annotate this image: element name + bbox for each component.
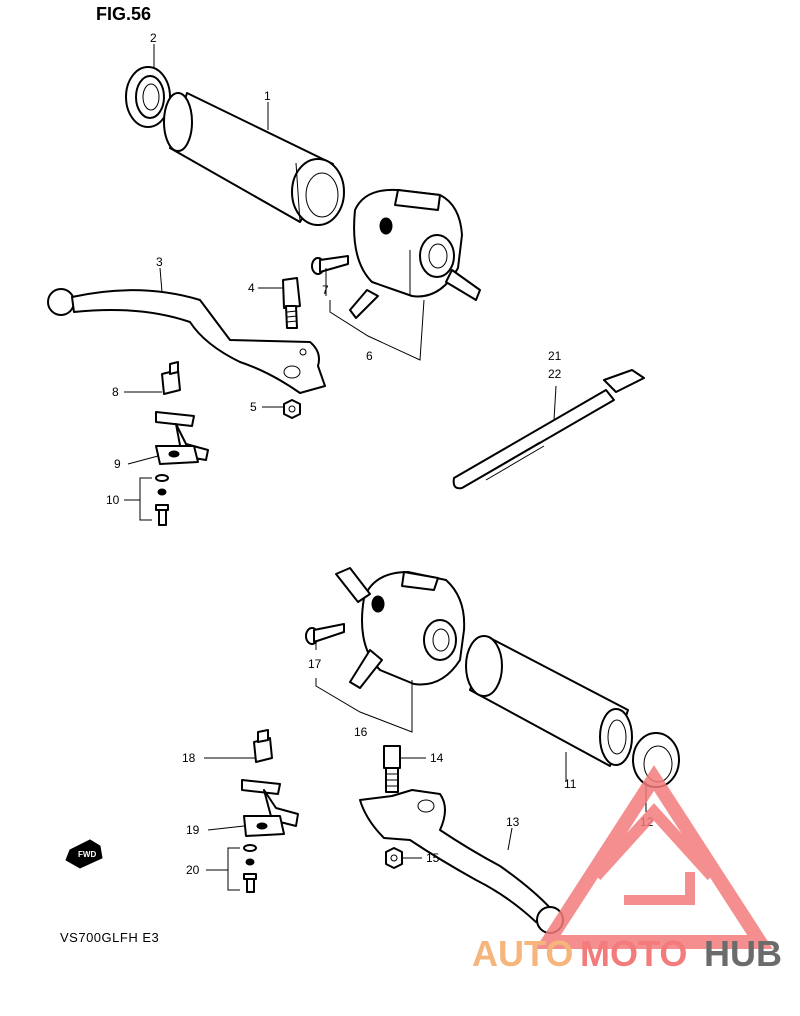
callout-19: 19 [186,823,200,837]
part-17-screw [305,623,345,645]
watermark-hub: HUB [704,933,782,974]
part-15-nut [385,847,403,869]
part-3-clutch-lever [47,288,326,394]
part-10-screw-set [155,474,169,526]
callout-1: 1 [264,89,271,103]
part-18-switch [253,729,273,763]
part-bracket-right [241,779,299,837]
callout-20: 20 [186,863,200,877]
callout-6: 6 [366,349,373,363]
callout-8: 8 [112,385,119,399]
part-6-switch-left [349,188,481,319]
watermark-auto: AUTO [472,933,573,974]
part-8-switch [161,361,181,395]
part-20-screw-set [243,844,257,893]
callout-18: 18 [182,751,196,765]
fwd-label: FWD [78,850,96,859]
leader-lines [124,44,647,891]
part-4-bolt [282,277,301,329]
callout-17: 17 [308,657,322,671]
callout-10: 10 [106,493,120,507]
part-14-bolt [383,745,401,793]
callout-22: 22 [548,367,562,381]
callout-3: 3 [156,255,163,269]
part-21-22-cable-tie [452,369,645,490]
callout-16: 16 [354,725,368,739]
callout-11: 11 [564,777,577,791]
watermark-logo [535,765,773,949]
part-1-grip-left [163,92,345,226]
part-2-ring [125,66,171,128]
part-bracket-left [155,411,209,465]
watermark-moto: MOTO [580,933,687,974]
callout-4: 4 [248,281,255,295]
callout-14: 14 [430,751,444,765]
callout-7: 7 [322,283,329,297]
callout-21: 21 [548,349,562,363]
callout-15: 15 [426,851,440,865]
figure-title: FIG.56 [96,4,151,24]
callout-2: 2 [150,31,157,45]
part-5-nut [283,399,301,419]
model-code: VS700GLFH E3 [60,930,159,945]
part-7-screw [311,255,349,275]
part-11-grip-right [465,635,633,767]
watermark-text: AUTO MOTO HUB [472,933,782,974]
callout-5: 5 [250,400,257,414]
callout-13: 13 [506,815,520,829]
fwd-arrow-icon: FWD [65,839,103,869]
part-16-switch-right [335,567,466,689]
callout-9: 9 [114,457,121,471]
